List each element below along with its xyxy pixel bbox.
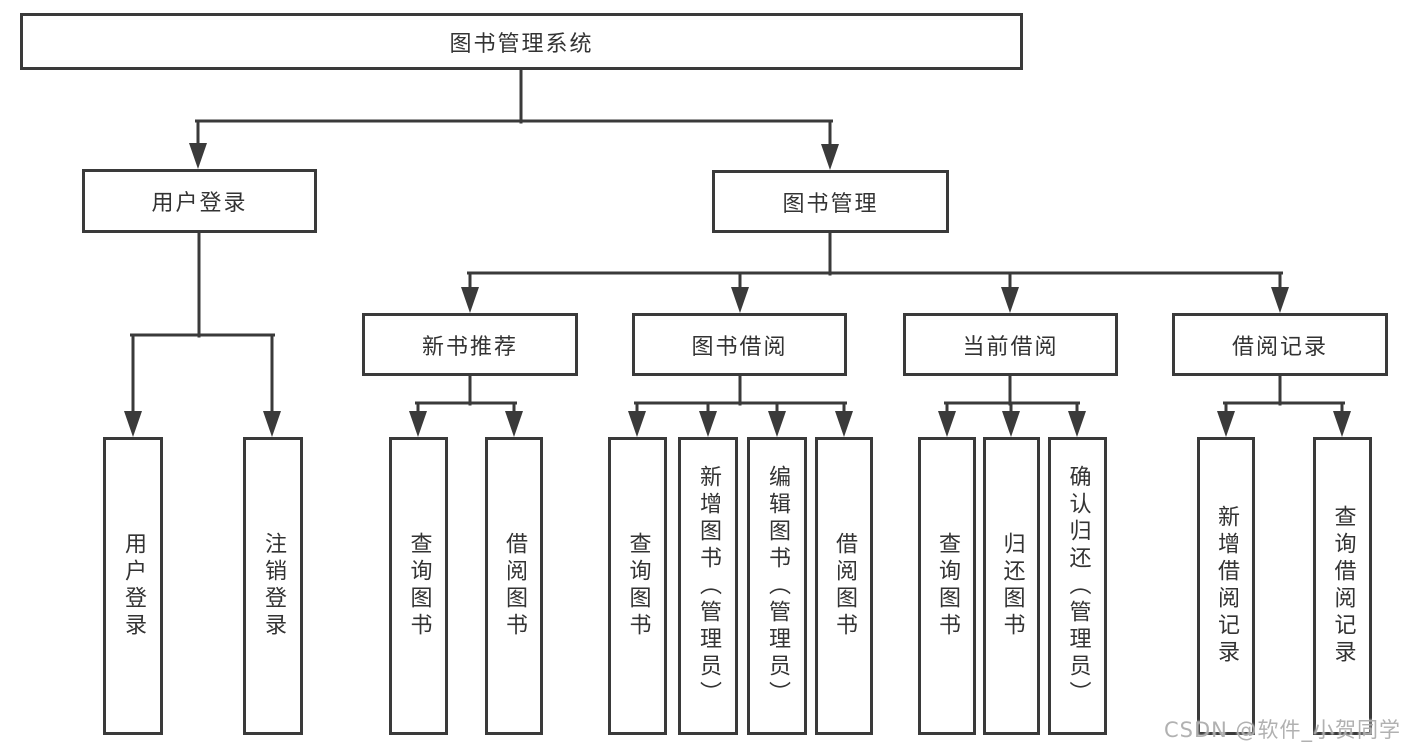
leaf-borrow-add-admin-label: 新增图书（管理员） [696, 464, 721, 708]
node-root: 图书管理系统 [20, 13, 1023, 70]
node-current-borrow: 当前借阅 [903, 313, 1118, 376]
leaf-borrow-query: 查询图书 [608, 437, 667, 735]
node-current-borrow-label: 当前借阅 [962, 334, 1059, 360]
node-borrow-records: 借阅记录 [1172, 313, 1388, 376]
leaf-user-login-label: 用户登录 [121, 532, 146, 640]
leaf-current-return-label: 归还图书 [999, 532, 1025, 640]
node-user-login: 用户登录 [82, 169, 317, 233]
leaf-logout-label: 注销登录 [261, 532, 286, 640]
node-borrow-records-label: 借阅记录 [1231, 334, 1328, 360]
leaf-borrow-edit-admin-label: 编辑图书（管理员） [765, 464, 790, 708]
leaf-newbook-query: 查询图书 [389, 437, 448, 735]
node-user-login-label: 用户登录 [151, 191, 248, 216]
leaf-newbook-borrow: 借阅图书 [485, 437, 543, 735]
leaf-newbook-query-label: 查询图书 [406, 532, 432, 640]
node-book-management: 图书管理 [712, 170, 949, 233]
leaf-borrow-book: 借阅图书 [815, 437, 873, 735]
node-book-management-label: 图书管理 [782, 191, 879, 217]
leaf-borrow-edit-admin: 编辑图书（管理员） [747, 437, 807, 735]
node-new-book-recommend: 新书推荐 [362, 313, 578, 376]
leaf-newbook-borrow-label: 借阅图书 [502, 532, 527, 640]
leaf-record-query-label: 查询借阅记录 [1330, 505, 1356, 667]
node-book-borrow: 图书借阅 [632, 313, 847, 376]
leaf-borrow-book-label: 借阅图书 [832, 532, 857, 640]
node-root-label: 图书管理系统 [449, 31, 594, 57]
leaf-logout: 注销登录 [243, 437, 303, 735]
leaf-record-add-label: 新增借阅记录 [1214, 505, 1239, 667]
leaf-current-confirm-return-admin: 确认归还（管理员） [1048, 437, 1107, 735]
leaf-current-return: 归还图书 [983, 437, 1040, 735]
leaf-record-query: 查询借阅记录 [1313, 437, 1372, 735]
csdn-watermark: CSDN @软件_小贺同学 [1164, 718, 1402, 742]
leaf-current-confirm-return-admin-label: 确认归还（管理员） [1065, 464, 1091, 708]
leaf-user-login: 用户登录 [103, 437, 163, 735]
leaf-current-query-label: 查询图书 [935, 532, 960, 640]
node-book-borrow-label: 图书借阅 [691, 334, 788, 360]
node-new-book-recommend-label: 新书推荐 [421, 334, 518, 360]
leaf-current-query: 查询图书 [918, 437, 976, 735]
leaf-record-add: 新增借阅记录 [1197, 437, 1255, 735]
leaf-borrow-query-label: 查询图书 [625, 532, 651, 640]
leaf-borrow-add-admin: 新增图书（管理员） [678, 437, 738, 735]
